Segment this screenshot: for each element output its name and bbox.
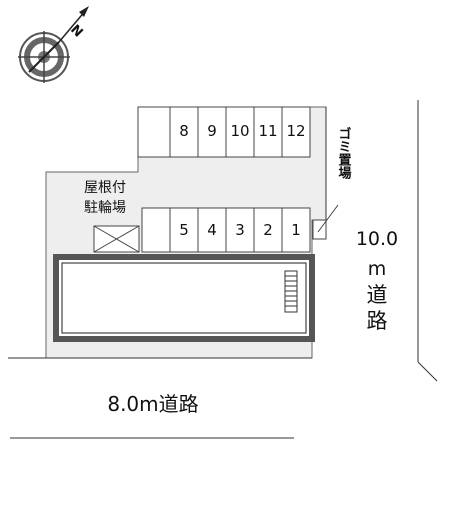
space-label-8: 8 <box>179 122 189 140</box>
space-label-4: 4 <box>207 221 217 239</box>
parking-space-12 <box>281 106 311 158</box>
parking-space-9 <box>197 106 227 158</box>
parking-space-4 <box>197 207 227 253</box>
compass-rose-icon <box>18 6 89 83</box>
garbage-label: ゴミ置場 <box>336 126 352 180</box>
parking-space-11 <box>253 106 283 158</box>
parking-space-3 <box>225 207 255 253</box>
garbage-area-icon <box>312 204 339 240</box>
road-bottom-label: 8.0m道路 <box>107 392 198 416</box>
road-right-label-1: 10.0 <box>356 228 398 250</box>
space-label-5: 5 <box>179 221 189 239</box>
parking-upper-row <box>137 106 311 158</box>
stairs-icon <box>284 270 298 313</box>
parking-space-5 <box>169 207 199 253</box>
space-label-11: 11 <box>258 122 277 140</box>
parking-space-1 <box>281 207 311 253</box>
space-label-9: 9 <box>207 122 217 140</box>
space-label-1: 1 <box>291 221 301 239</box>
parking-lower-row <box>141 207 311 253</box>
space-label-10: 10 <box>230 122 249 140</box>
parking-space-8 <box>169 106 199 158</box>
road-right-label-2: m <box>368 258 387 280</box>
bike-parking-label-2: 駐輪場 <box>84 199 126 216</box>
space-label-12: 12 <box>286 122 305 140</box>
building <box>53 254 315 342</box>
north-label: N <box>67 22 85 40</box>
space-label-3: 3 <box>235 221 245 239</box>
road-right-label-4: 路 <box>367 309 388 333</box>
parking-space-2 <box>253 207 283 253</box>
space-label-2: 2 <box>263 221 273 239</box>
bike-parking-label-1: 屋根付 <box>84 180 126 196</box>
bike-parking-icon <box>93 225 140 253</box>
road-right-label-3: 道 <box>367 283 388 307</box>
